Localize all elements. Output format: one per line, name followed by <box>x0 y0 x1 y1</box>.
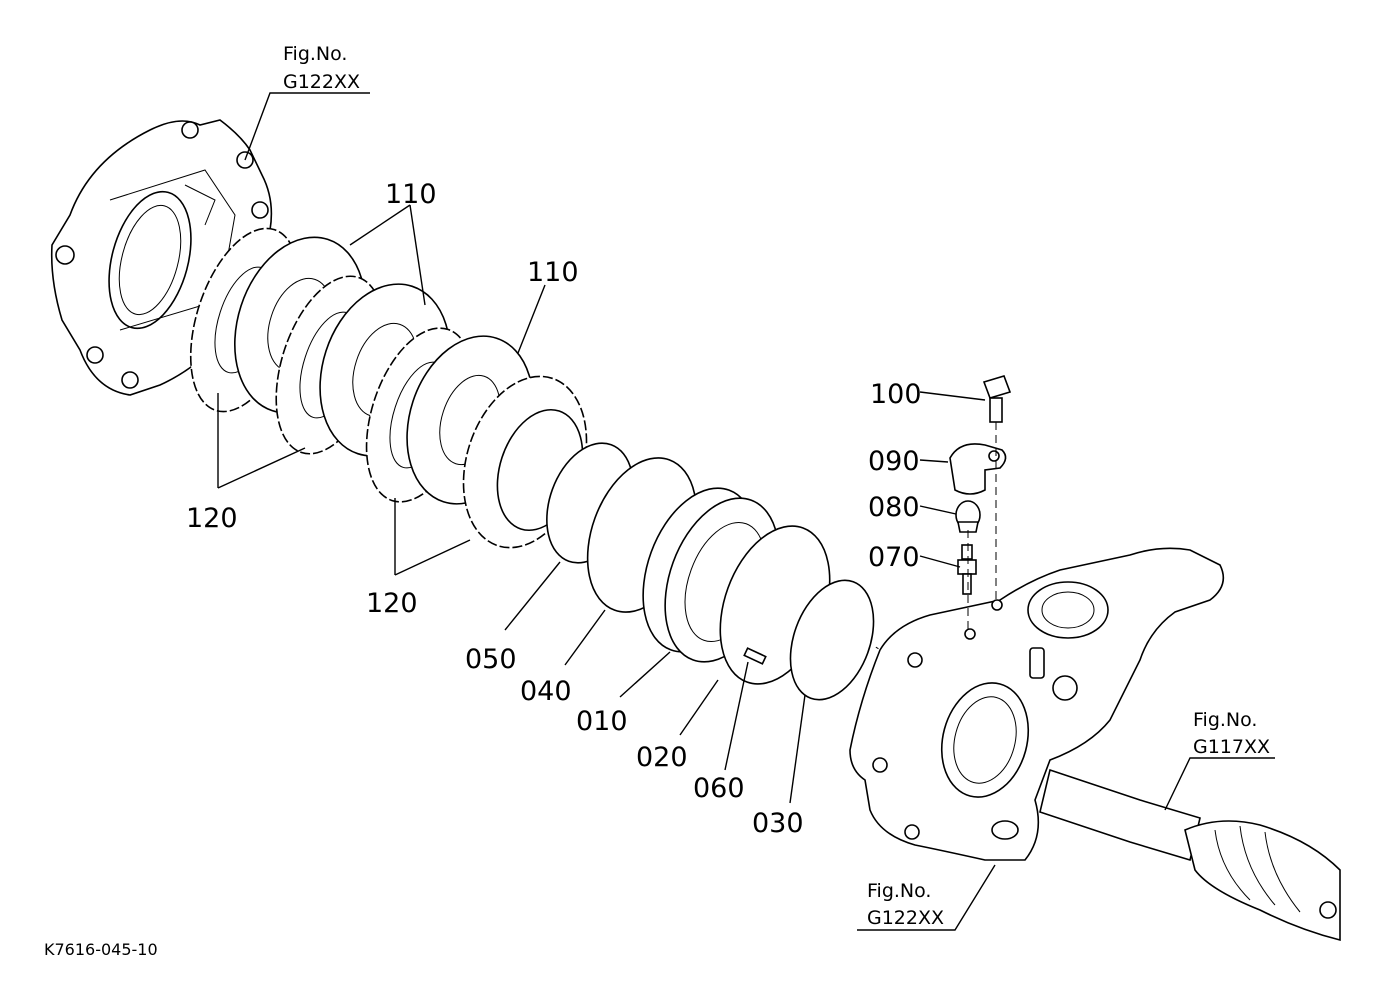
fig-ref-bottom-line1: Fig.No. <box>867 880 931 902</box>
fig-ref-right-line2: G117XX <box>1193 736 1270 758</box>
callout-010: 010 <box>576 706 628 737</box>
callout-110-b: 110 <box>527 257 579 288</box>
bleeder-cap-080 <box>955 500 981 533</box>
callout-030: 030 <box>752 808 804 839</box>
callout-090: 090 <box>868 446 920 477</box>
callout-020: 020 <box>636 742 688 773</box>
o-ring-030 <box>789 579 875 701</box>
callout-050: 050 <box>465 644 517 675</box>
callout-110-a: 110 <box>385 179 437 210</box>
fig-ref-bottom-line2: G122XX <box>867 907 944 929</box>
drive-shaft <box>1039 768 1341 942</box>
callout-080: 080 <box>868 492 920 523</box>
callout-120-b: 120 <box>366 588 418 619</box>
fig-ref-top-left-line2: G122XX <box>283 71 360 93</box>
pin-060 <box>743 647 767 665</box>
bolt-100 <box>982 375 1012 423</box>
callout-120-a: 120 <box>186 503 238 534</box>
fig-ref-right-line1: Fig.No. <box>1193 709 1257 731</box>
callout-040: 040 <box>520 676 572 707</box>
leader-lines <box>217 92 1275 931</box>
bleeder-screw-070 <box>957 544 977 595</box>
callout-060: 060 <box>693 773 745 804</box>
callout-100: 100 <box>870 379 922 410</box>
callout-070: 070 <box>868 542 920 573</box>
cap-090 <box>949 443 1007 495</box>
fig-ref-top-left-line1: Fig.No. <box>283 43 347 65</box>
drawing-code: K7616-045-10 <box>44 940 158 959</box>
right-case <box>849 547 1225 861</box>
